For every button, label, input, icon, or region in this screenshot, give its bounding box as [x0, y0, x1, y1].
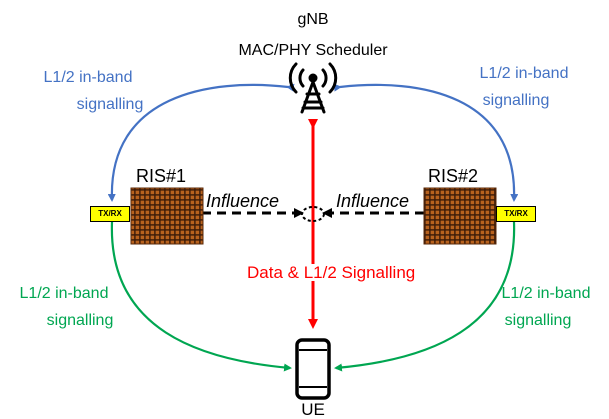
bottom-right-link-line2: signalling	[504, 312, 572, 329]
ris2-label: RIS#2	[428, 166, 479, 186]
top-right-link-line1: L1/2 in-band	[479, 65, 569, 82]
bottom-left-link-line2: signalling	[46, 312, 114, 329]
influence-region	[301, 206, 325, 222]
ris1-label: RIS#1	[136, 166, 187, 186]
green-link-right	[334, 215, 518, 372]
blue-link-right	[333, 83, 519, 202]
smartphone-icon	[295, 338, 331, 400]
blue-link-left	[107, 83, 295, 202]
top-left-link-line1: L1/2 in-band	[43, 69, 133, 86]
green-link-left	[108, 215, 292, 372]
bottom-right-link-line1: L1/2 in-band	[501, 285, 591, 302]
gnb-subtitle: MAC/PHY Scheduler	[238, 42, 388, 59]
ris1-txrx-box: TX/RX	[90, 206, 130, 222]
ris1-influence-label: Influence	[206, 191, 280, 211]
ue-label: UE	[301, 400, 325, 419]
data-signalling-label: Data & L1/2 Signalling	[246, 263, 417, 282]
bottom-left-link-line1: L1/2 in-band	[19, 285, 109, 302]
ris2-txrx-box: TX/RX	[496, 206, 536, 222]
top-right-link-line2: signalling	[482, 92, 550, 109]
ris2-panel	[423, 187, 497, 245]
top-left-link-line2: signalling	[76, 96, 144, 113]
gnb-title: gNB	[297, 11, 329, 28]
antenna-tower-icon	[288, 62, 338, 114]
ris2-influence-label: Influence	[336, 191, 410, 211]
ris1-panel	[130, 187, 204, 245]
